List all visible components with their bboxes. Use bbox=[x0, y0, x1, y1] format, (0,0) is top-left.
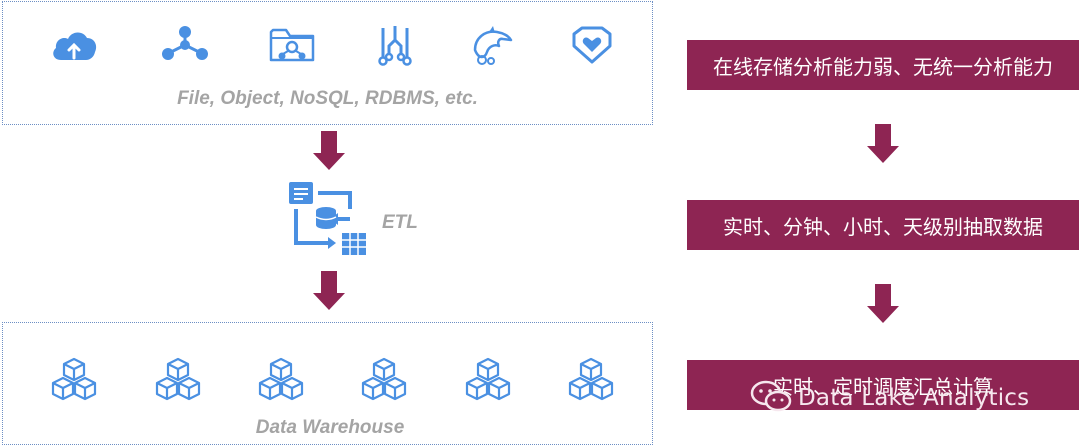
data-warehouse-label: Data Warehouse bbox=[255, 417, 405, 438]
down-arrow-icon bbox=[312, 131, 346, 176]
circuit-connector-icon bbox=[375, 24, 415, 66]
banner-data-extraction: 实时、分钟、小时、天级别抽取数据 bbox=[687, 200, 1079, 250]
network-nodes-icon bbox=[161, 25, 209, 65]
cube-stack-icon bbox=[463, 357, 513, 401]
cube-stack-icon bbox=[359, 357, 409, 401]
down-arrow-icon bbox=[866, 284, 900, 329]
cube-stack-icon bbox=[49, 357, 99, 401]
data-warehouse-box: Data Warehouse bbox=[2, 322, 653, 445]
cube-stack-icon bbox=[153, 357, 203, 401]
dolphin-icon bbox=[469, 24, 513, 66]
data-sources-label: File, Object, NoSQL, RDBMS, etc. bbox=[177, 88, 478, 109]
document-icon bbox=[289, 182, 313, 204]
cube-stack-icon bbox=[256, 357, 306, 401]
table-grid-icon bbox=[342, 233, 366, 255]
folder-share-icon bbox=[268, 24, 316, 64]
down-arrow-icon bbox=[312, 271, 346, 316]
database-icon bbox=[315, 207, 337, 229]
cloud-upload-icon bbox=[49, 26, 99, 66]
data-sources-box: File, Object, NoSQL, RDBMS, etc. bbox=[2, 1, 653, 125]
banner-scheduled-compute: 实时、定时调度汇总计算 bbox=[687, 360, 1079, 410]
watermark-text: Data Lake Analytics bbox=[798, 385, 1030, 411]
banner-storage-analysis: 在线存储分析能力弱、无统一分析能力 bbox=[687, 40, 1079, 90]
wechat-icon bbox=[750, 379, 792, 418]
etl-process-icon bbox=[288, 181, 368, 257]
watermark: Data Lake Analytics bbox=[750, 378, 1029, 418]
down-arrow-icon bbox=[866, 124, 900, 169]
shield-heart-icon bbox=[570, 26, 614, 64]
etl-label: ETL bbox=[382, 212, 418, 233]
cube-stack-icon bbox=[566, 357, 616, 401]
